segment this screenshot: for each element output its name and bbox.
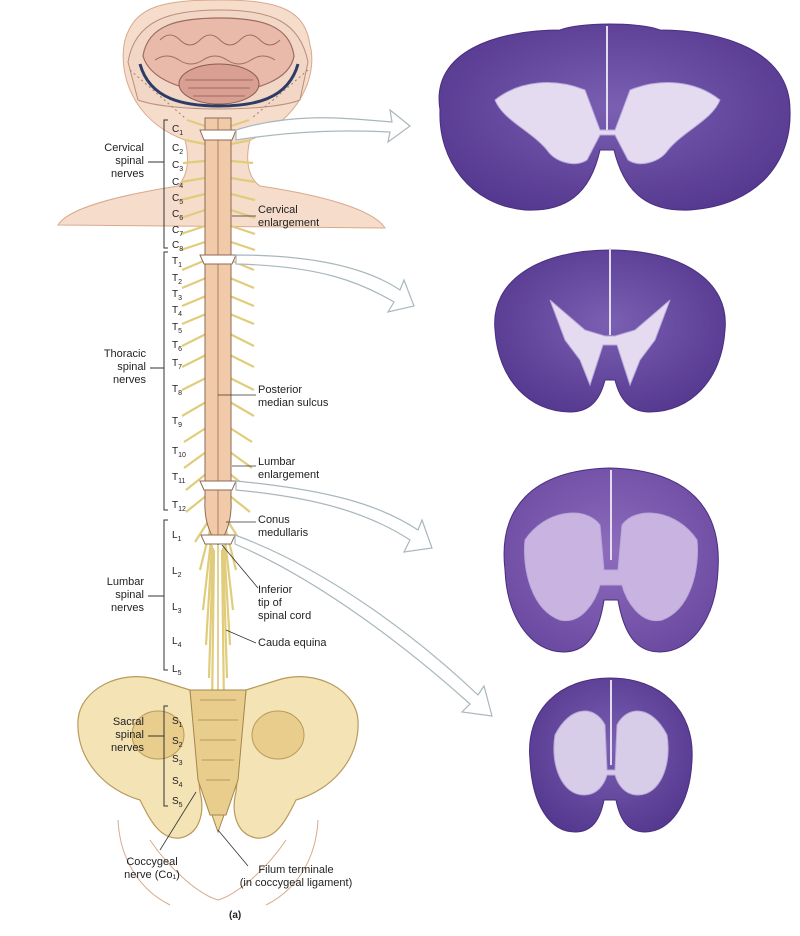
- segment-label-lumbar: L4: [172, 636, 182, 649]
- arrow-thoracic: [235, 254, 415, 313]
- segment-label-lumbar: L1: [172, 530, 182, 543]
- segment-label-sacral: S5: [172, 796, 183, 809]
- cross-section-sacral: [529, 677, 693, 833]
- segment-label-lumbar: L5: [172, 664, 182, 677]
- segment-label-thoracic: T2: [172, 273, 183, 286]
- label-thoracic-spinal-nerves: Thoracic spinal nerves: [103, 348, 146, 386]
- arrow-cervical: [235, 108, 411, 144]
- label-cauda-equina: Cauda equina: [258, 637, 327, 649]
- section-markers: [199, 129, 237, 545]
- segment-label-sacral: S3: [172, 754, 183, 767]
- arrows: [234, 108, 493, 717]
- segment-label-thoracic: T4: [172, 305, 183, 318]
- arrow-lumbar: [235, 480, 433, 553]
- figure-caption: (a): [229, 910, 242, 921]
- segment-label-thoracic: T12: [172, 500, 186, 513]
- leader-lines: [159, 215, 259, 867]
- segment-label-cervical: C1: [172, 124, 184, 137]
- segment-label-lumbar: L3: [172, 602, 182, 615]
- label-sacral-spinal-nerves: Sacral spinal nerves: [110, 716, 144, 754]
- segment-label-thoracic: T11: [172, 472, 186, 485]
- segment-label-cervical: C8: [172, 240, 184, 253]
- segment-label-sacral: S1: [172, 716, 183, 729]
- segment-label-cervical: C3: [172, 160, 184, 173]
- region-brackets: [148, 119, 168, 807]
- segment-label-thoracic: T8: [172, 384, 183, 397]
- label-filum-terminale: Filum terminale (in coccygeal ligament): [239, 864, 353, 889]
- label-cervical-enlargement: Cervical enlargement: [258, 204, 320, 229]
- segment-label-cervical: C7: [172, 225, 184, 238]
- spinal-cord: [180, 117, 256, 800]
- label-lumbar-enlargement: Lumbar enlargement: [258, 456, 320, 481]
- segment-label-sacral: S4: [172, 776, 183, 789]
- label-inferior-tip-of-spinal-cord: Inferior tip of spinal cord: [258, 584, 312, 622]
- segment-label-cervical: C4: [172, 177, 184, 190]
- arrow-sacral: [234, 534, 493, 717]
- segment-label-thoracic: T9: [172, 416, 183, 429]
- segment-label-cervical: C2: [172, 143, 184, 156]
- label-coccygeal-nerve: Coccygeal nerve (Co₁): [124, 856, 180, 881]
- label-posterior-median-sulcus: Posterior median sulcus: [258, 384, 329, 409]
- cross-section-thoracic: [494, 248, 726, 413]
- head-and-neck: [57, 0, 386, 229]
- segment-label-thoracic: T10: [172, 446, 186, 459]
- segment-label-sacral: S2: [172, 736, 183, 749]
- segment-label-lumbar: L2: [172, 566, 182, 579]
- segment-label-thoracic: T6: [172, 340, 183, 353]
- segment-label-thoracic: T7: [172, 358, 183, 371]
- segment-label-cervical: C6: [172, 209, 184, 222]
- cross-section-cervical: [438, 23, 791, 211]
- segment-label-thoracic: T5: [172, 322, 183, 335]
- segment-label-cervical: C5: [172, 193, 184, 206]
- label-lumbar-spinal-nerves: Lumbar spinal nerves: [106, 576, 144, 614]
- label-cervical-spinal-nerves: Cervical spinal nerves: [104, 142, 144, 180]
- segment-label-thoracic: T3: [172, 289, 183, 302]
- segment-label-thoracic: T1: [172, 256, 183, 269]
- label-conus-medullaris: Conus medullaris: [258, 514, 309, 539]
- pelvis: [77, 676, 359, 906]
- cross-section-lumbar: [503, 467, 719, 653]
- nerve-roots: [180, 118, 256, 711]
